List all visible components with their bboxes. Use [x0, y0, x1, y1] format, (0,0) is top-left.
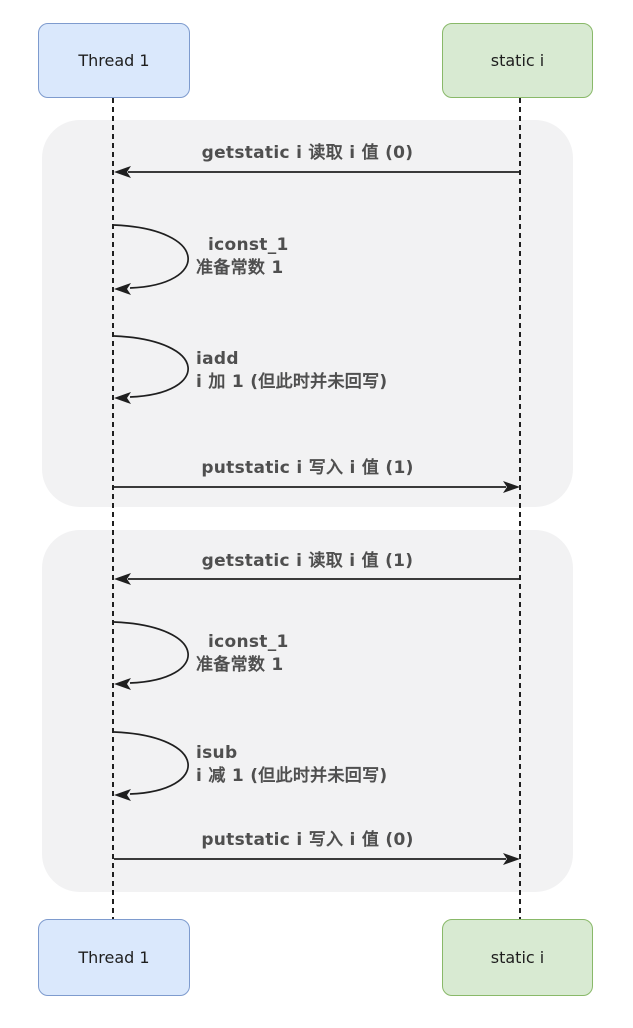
message-label-getstatic-0: getstatic i 读取 i 值 (0) — [201, 143, 414, 163]
self-message-line1: iconst_1 — [208, 235, 289, 255]
actor-label: static i — [490, 51, 545, 70]
actor-box-thread1-bottom: Thread 1 — [38, 919, 190, 996]
iteration-frame-2 — [42, 530, 573, 892]
self-message-line1: iadd — [196, 349, 239, 369]
lifeline-thread1 — [112, 98, 114, 920]
self-message-label-iadd: iadd i 加 1 (但此时并未回写) — [196, 348, 387, 394]
message-label-getstatic-1: getstatic i 读取 i 值 (1) — [201, 551, 414, 571]
actor-label: Thread 1 — [78, 948, 150, 967]
self-message-label-isub: isub i 减 1 (但此时并未回写) — [196, 742, 387, 788]
message-label-putstatic-0: putstatic i 写入 i 值 (0) — [201, 830, 414, 850]
actor-label: Thread 1 — [78, 51, 150, 70]
self-message-line2: 准备常数 1 — [196, 655, 284, 675]
iteration-frame-1 — [42, 120, 573, 507]
self-message-label-iconst1-1: iconst_1 准备常数 1 — [196, 234, 289, 280]
self-message-label-iconst1-2: iconst_1 准备常数 1 — [196, 631, 289, 677]
self-message-line1: isub — [196, 743, 238, 763]
actor-box-static-i-bottom: static i — [442, 919, 593, 996]
actor-label: static i — [490, 948, 545, 967]
self-message-line2: i 加 1 (但此时并未回写) — [196, 372, 388, 392]
message-label-putstatic-1: putstatic i 写入 i 值 (1) — [201, 458, 414, 478]
self-message-line1: iconst_1 — [208, 632, 289, 652]
self-message-line2: i 减 1 (但此时并未回写) — [196, 766, 388, 786]
lifeline-static-i — [519, 98, 521, 920]
self-message-line2: 准备常数 1 — [196, 258, 284, 278]
actor-box-static-i-top: static i — [442, 23, 593, 98]
actor-box-thread1-top: Thread 1 — [38, 23, 190, 98]
